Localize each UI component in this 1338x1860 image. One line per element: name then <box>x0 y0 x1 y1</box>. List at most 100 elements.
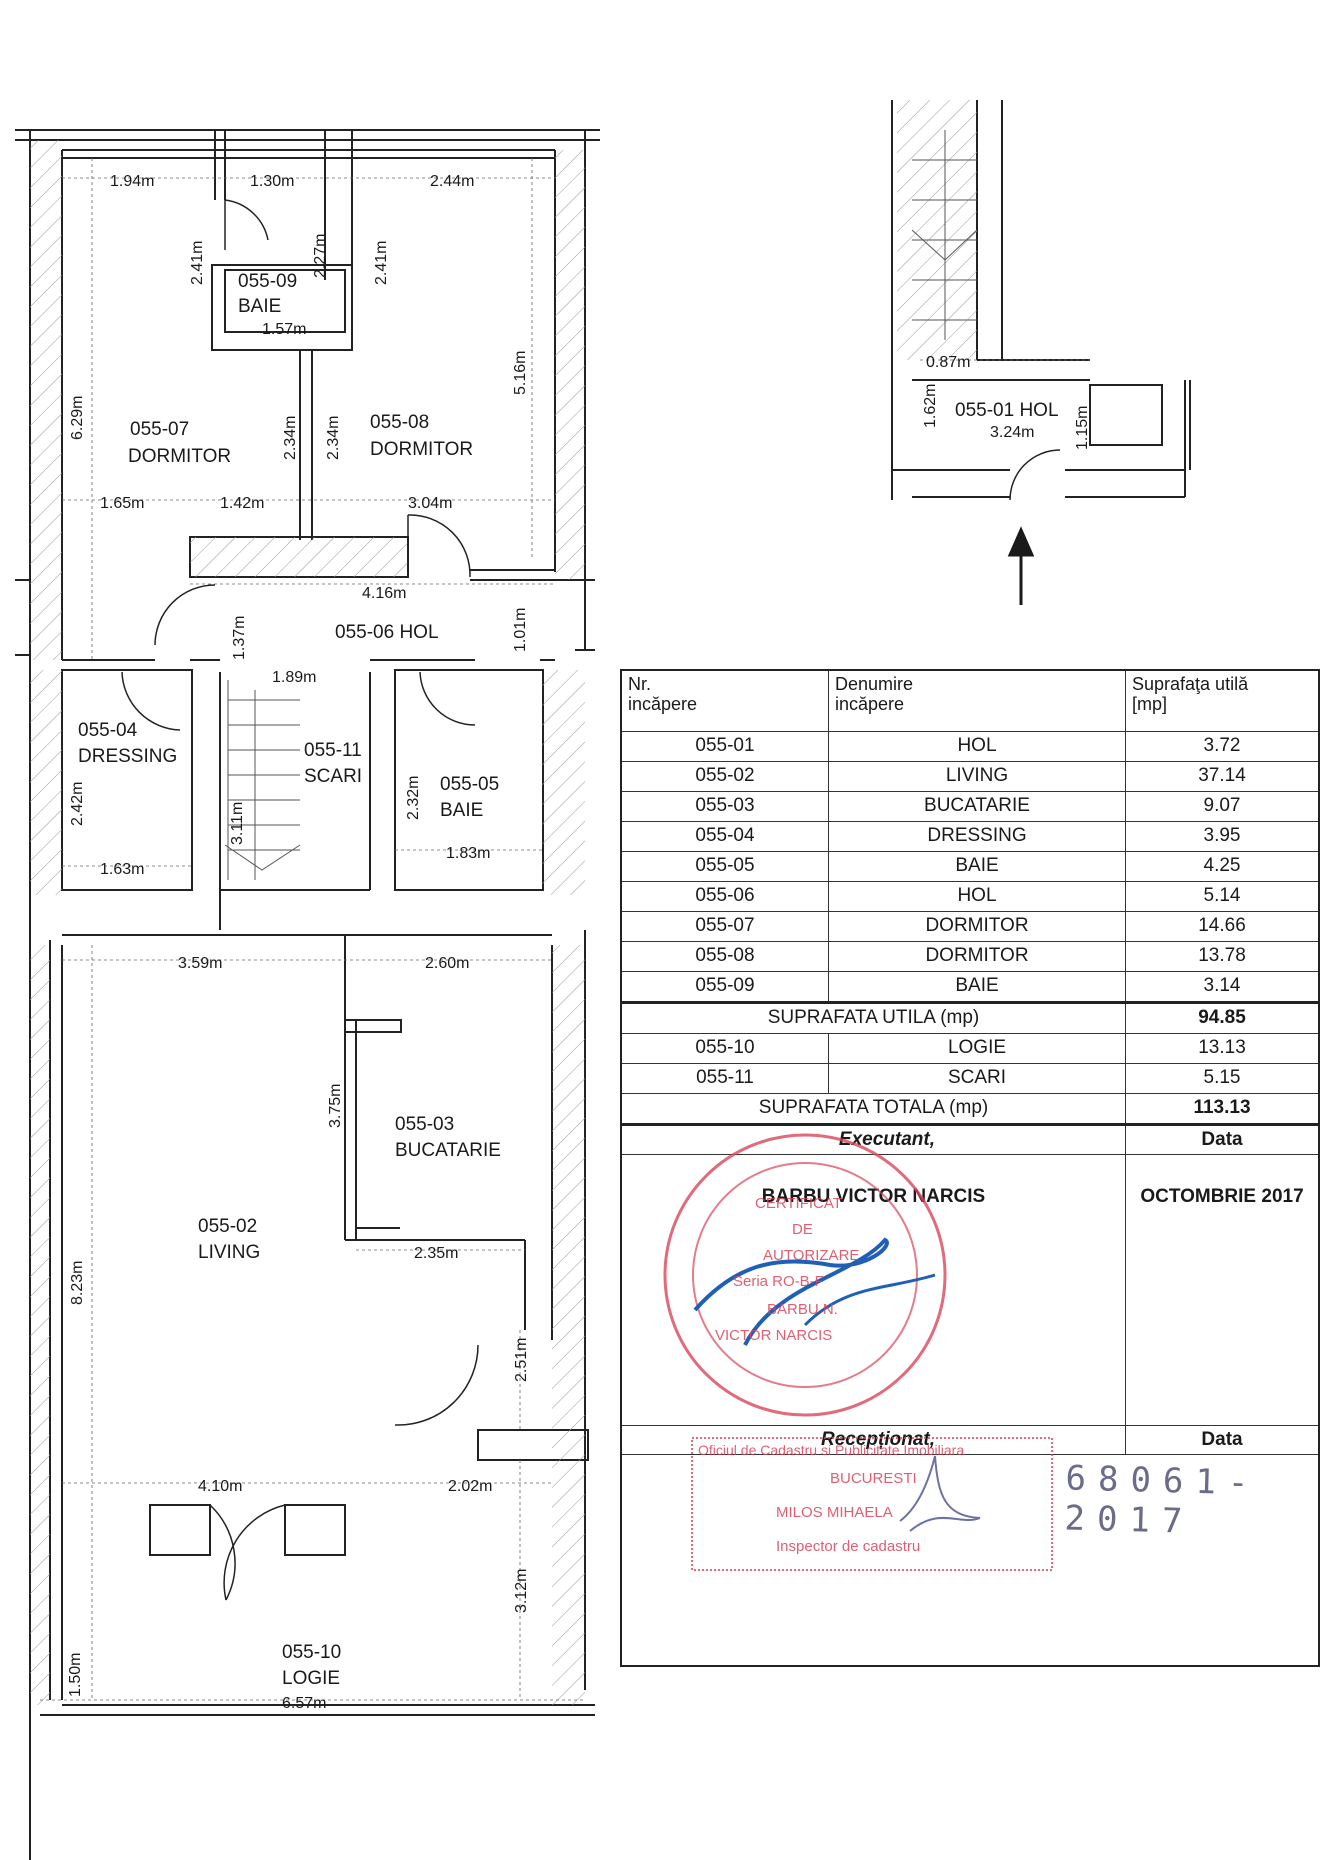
header-name-text: Denumire incăpere <box>835 674 914 714</box>
room-label-05508: 055-08 <box>370 412 429 433</box>
dim-label: 2.51m <box>513 1338 530 1382</box>
header-name: Denumire incăpere <box>828 669 1126 732</box>
dim-label: 3.04m <box>408 495 452 512</box>
room-label-05507-name: DORMITOR <box>128 446 231 467</box>
dim-label: 2.44m <box>430 173 474 190</box>
wall-hatching <box>30 100 977 1705</box>
dim-label: 2.35m <box>414 1245 458 1262</box>
dim-label: 2.02m <box>448 1478 492 1495</box>
dim-label: 1.63m <box>100 861 144 878</box>
room-label-05502: 055-02 <box>198 1216 257 1237</box>
cell-nr: 055-08 <box>620 941 829 972</box>
cell-name: DRESSING <box>828 821 1126 852</box>
registration-number: 68061-2017 <box>1063 1458 1261 1542</box>
dim-label: 2.41m <box>189 241 206 285</box>
dim-label: 2.34m <box>282 416 299 460</box>
dim-label: 2.42m <box>69 782 86 826</box>
cell-area: 14.66 <box>1125 911 1320 942</box>
room-label-05502-name: LIVING <box>198 1242 260 1263</box>
cell-name: HOL <box>828 881 1126 912</box>
useful-total-label: SUPRAFATA UTILA (mp) <box>620 1001 1126 1034</box>
dim-label: 1.89m <box>272 669 316 686</box>
header-area: Suprafaţa utilă [mp] <box>1125 669 1320 732</box>
cell-nr: 055-02 <box>620 761 829 792</box>
cell-nr: 055-10 <box>620 1033 829 1064</box>
useful-total-value: 94.85 <box>1125 1001 1320 1034</box>
cell-area: 37.14 <box>1125 761 1320 792</box>
cell-nr: 055-06 <box>620 881 829 912</box>
cell-nr: 055-03 <box>620 791 829 822</box>
cell-name: BUCATARIE <box>828 791 1126 822</box>
dim-label: 1.30m <box>250 173 294 190</box>
cell-name: LIVING <box>828 761 1126 792</box>
grand-total-label: SUPRAFATA TOTALA (mp) <box>620 1093 1126 1125</box>
dim-label: 1.57m <box>262 321 306 338</box>
dim-label: 3.59m <box>178 955 222 972</box>
executant-body-row: BARBU VICTOR NARCIS OCTOMBRIE 2017 <box>620 1154 1320 1426</box>
dim-label: 0.87m <box>926 354 970 371</box>
room-label-05507: 055-07 <box>130 419 189 440</box>
cell-name: HOL <box>828 731 1126 762</box>
dim-label: 1.83m <box>446 845 490 862</box>
room-label-05510: 055-10 <box>282 1642 341 1663</box>
room-label-05505-name: BAIE <box>440 800 483 821</box>
cell-name: BAIE <box>828 851 1126 882</box>
dim-label: 3.75m <box>327 1084 344 1128</box>
cell-area: 5.14 <box>1125 881 1320 912</box>
cell-nr: 055-04 <box>620 821 829 852</box>
entrance-arrow <box>1007 526 1035 605</box>
room-label-05503-name: BUCATARIE <box>395 1140 501 1161</box>
dim-label: 8.23m <box>69 1261 86 1305</box>
dim-label: 3.11m <box>229 802 246 845</box>
dim-label: 1.15m <box>1074 406 1091 450</box>
dimension-labels: 1.94m 1.30m 2.44m 2.41m 2.27m 2.41m 1.57… <box>67 173 1091 1712</box>
table-header-row: Nr. incăpere Denumire incăpere Suprafaţa… <box>620 669 1320 732</box>
cell-area: 5.15 <box>1125 1063 1320 1094</box>
dim-label: 4.16m <box>362 585 406 602</box>
cell-nr: 055-09 <box>620 971 829 1003</box>
area-table: Nr. incăpere Denumire incăpere Suprafaţa… <box>620 669 1320 1667</box>
room-label-05511: 055-11 <box>304 740 362 761</box>
cell-area: 13.78 <box>1125 941 1320 972</box>
dim-label: 1.01m <box>512 608 529 652</box>
room-label-05510-name: LOGIE <box>282 1668 340 1689</box>
header-nr: Nr. incăpere <box>620 669 829 732</box>
dim-label: 3.12m <box>513 1569 530 1613</box>
cell-name: LOGIE <box>828 1033 1126 1064</box>
cell-name: DORMITOR <box>828 911 1126 942</box>
dim-label: 3.24m <box>990 424 1034 441</box>
room-label-05504-name: DRESSING <box>78 746 177 767</box>
grand-total-value: 113.13 <box>1125 1093 1320 1125</box>
receptionat-label: Recepționat, <box>620 1425 1126 1455</box>
dim-label: 1.94m <box>110 173 154 190</box>
dim-label: 1.50m <box>67 1653 84 1697</box>
receptionat-header-row: Recepționat, Data <box>620 1425 1320 1455</box>
cell-area: 9.07 <box>1125 791 1320 822</box>
cell-nr: 055-05 <box>620 851 829 882</box>
dim-label: 2.32m <box>405 776 422 820</box>
dim-label: 6.57m <box>282 1695 326 1712</box>
cell-name: DORMITOR <box>828 941 1126 972</box>
executant-label: Executant, <box>620 1123 1126 1155</box>
room-label-05508-name: DORMITOR <box>370 439 473 460</box>
cell-area: 3.14 <box>1125 971 1320 1003</box>
room-label-05509: 055-09 <box>238 271 297 292</box>
executant-header-row: Executant, Data <box>620 1123 1320 1155</box>
cell-area: 3.95 <box>1125 821 1320 852</box>
dim-label: 2.27m <box>312 234 329 278</box>
executant-data-label: Data <box>1125 1123 1320 1155</box>
executant-name: BARBU VICTOR NARCIS <box>620 1154 1126 1426</box>
cell-nr: 055-07 <box>620 911 829 942</box>
room-label-05503: 055-03 <box>395 1114 454 1135</box>
dim-label: 6.29m <box>69 396 86 440</box>
receptionat-data-label: Data <box>1125 1425 1320 1455</box>
room-labels: 055-07 DORMITOR 055-08 DORMITOR 055-09 B… <box>78 271 1059 1689</box>
room-label-05506: 055-06 HOL <box>335 622 439 643</box>
